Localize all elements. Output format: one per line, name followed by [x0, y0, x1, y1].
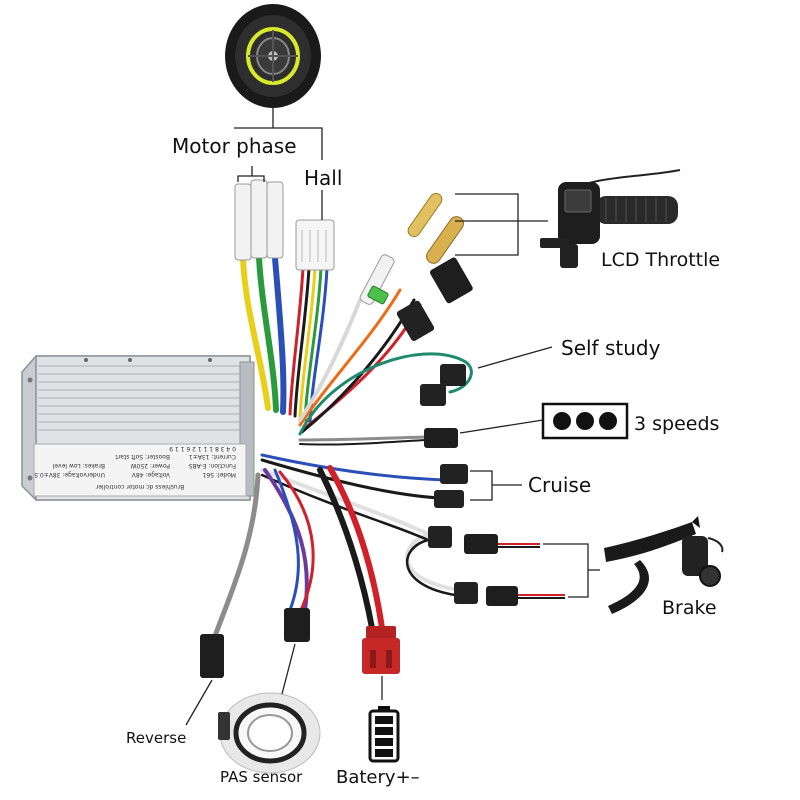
wire-reverse-gray — [212, 472, 261, 639]
cruise-connector — [434, 490, 464, 508]
wire-speeds-gray — [298, 435, 427, 442]
wire-hall-blue — [308, 266, 329, 424]
brake-connector — [454, 582, 478, 604]
label-battery: Batery+– — [336, 767, 420, 788]
controller-spec: Function: E-ABS — [189, 462, 236, 469]
motor-controller: Brushless dc motor controller Model: S61… — [21, 355, 255, 501]
controller-screw — [128, 358, 132, 362]
hub-motor-wheel-icon — [225, 4, 321, 108]
speeds-connector — [424, 428, 458, 448]
wire-speeds-black — [299, 439, 426, 446]
throttle-connector-black — [429, 257, 473, 304]
label-3-speeds: 3 speeds — [634, 413, 719, 435]
wire-battery-black — [317, 467, 375, 631]
brake-lever-icon — [604, 516, 724, 614]
cruise-connector — [440, 464, 468, 484]
self-study-connector — [420, 384, 446, 406]
wire-cruise-black — [260, 458, 442, 500]
controller-screw — [208, 358, 212, 362]
throttle-connector-green — [367, 285, 389, 305]
controller-spec: Model: S61 — [202, 471, 236, 478]
battery-icon — [368, 706, 400, 763]
throttle-bullet-connector — [407, 192, 443, 238]
wire-pas-red — [278, 470, 315, 614]
pas-sensor-icon — [218, 692, 321, 774]
label-motor-phase: Motor phase — [172, 134, 297, 158]
label-cruise: Cruise — [528, 473, 591, 497]
brake-connector — [486, 586, 518, 606]
battery-plug — [366, 626, 396, 640]
lcd-throttle-icon — [540, 169, 681, 268]
connectors — [200, 179, 565, 678]
label-lcd-throttle: LCD Throttle — [601, 249, 720, 271]
brake-connector — [428, 526, 452, 548]
callout-labels: Motor phase Hall LCD Throttle Self study… — [126, 134, 720, 788]
wire-phase-green — [256, 255, 279, 413]
label-pas-sensor: PAS sensor — [220, 768, 303, 786]
controller-fins — [38, 365, 248, 431]
throttle-connector-black — [396, 300, 435, 341]
wire-white-upper — [298, 298, 362, 422]
pas-connector — [284, 608, 310, 642]
wire-throttle-black — [300, 298, 416, 434]
wire-pas-blue — [273, 468, 300, 612]
controller-spec: Booster: Soft start — [115, 453, 170, 460]
phase-connector — [234, 183, 252, 261]
wire-hall-black — [293, 266, 311, 418]
throttle-bullet-connector — [426, 216, 464, 264]
throttle-connector-white — [359, 254, 395, 305]
phase-connector — [250, 179, 268, 259]
leader-lines — [185, 108, 600, 726]
controller-serial: 0 4 3 8 1 1 1 2 6 1 1 9 — [169, 445, 236, 452]
controller-label: Brushless dc motor controller Model: S61… — [33, 443, 247, 497]
hall-connector — [295, 219, 335, 271]
label-hall: Hall — [304, 166, 342, 190]
label-reverse: Reverse — [126, 729, 186, 747]
three-speed-switch-icon — [541, 402, 629, 440]
controller-screw — [27, 377, 33, 383]
wire-hall-red — [288, 266, 305, 416]
controller-spec: Undervoltage: 38V±0.5 — [34, 471, 105, 478]
wire-orange — [298, 288, 402, 427]
controller-screw — [84, 358, 88, 362]
phase-connector — [266, 181, 284, 259]
wire-phase-blue — [272, 255, 287, 415]
controller-spec: Current: 13A±1 — [189, 453, 236, 460]
controller-title: Brushless dc motor controller — [95, 483, 184, 490]
controller-spec: Brakes: Low level — [52, 462, 105, 469]
wire-hall-green — [303, 266, 323, 422]
wire-self-study — [298, 352, 473, 436]
controller-spec: Power: 250W — [131, 462, 170, 469]
label-brake: Brake — [662, 597, 717, 619]
brake-connector — [464, 534, 498, 554]
controller-spec: Voltage: 48V — [131, 471, 170, 478]
wire-phase-yellow — [240, 255, 271, 411]
wire-battery-red — [327, 465, 385, 631]
label-self-study: Self study — [561, 336, 661, 360]
wire-hall-yellow — [298, 266, 317, 420]
self-study-connector — [440, 364, 466, 386]
battery-plug — [362, 638, 400, 674]
controller-screw — [27, 475, 33, 481]
wire-cruise-blue — [260, 453, 447, 482]
reverse-connector — [200, 634, 224, 678]
wire-brake-black — [260, 473, 457, 597]
